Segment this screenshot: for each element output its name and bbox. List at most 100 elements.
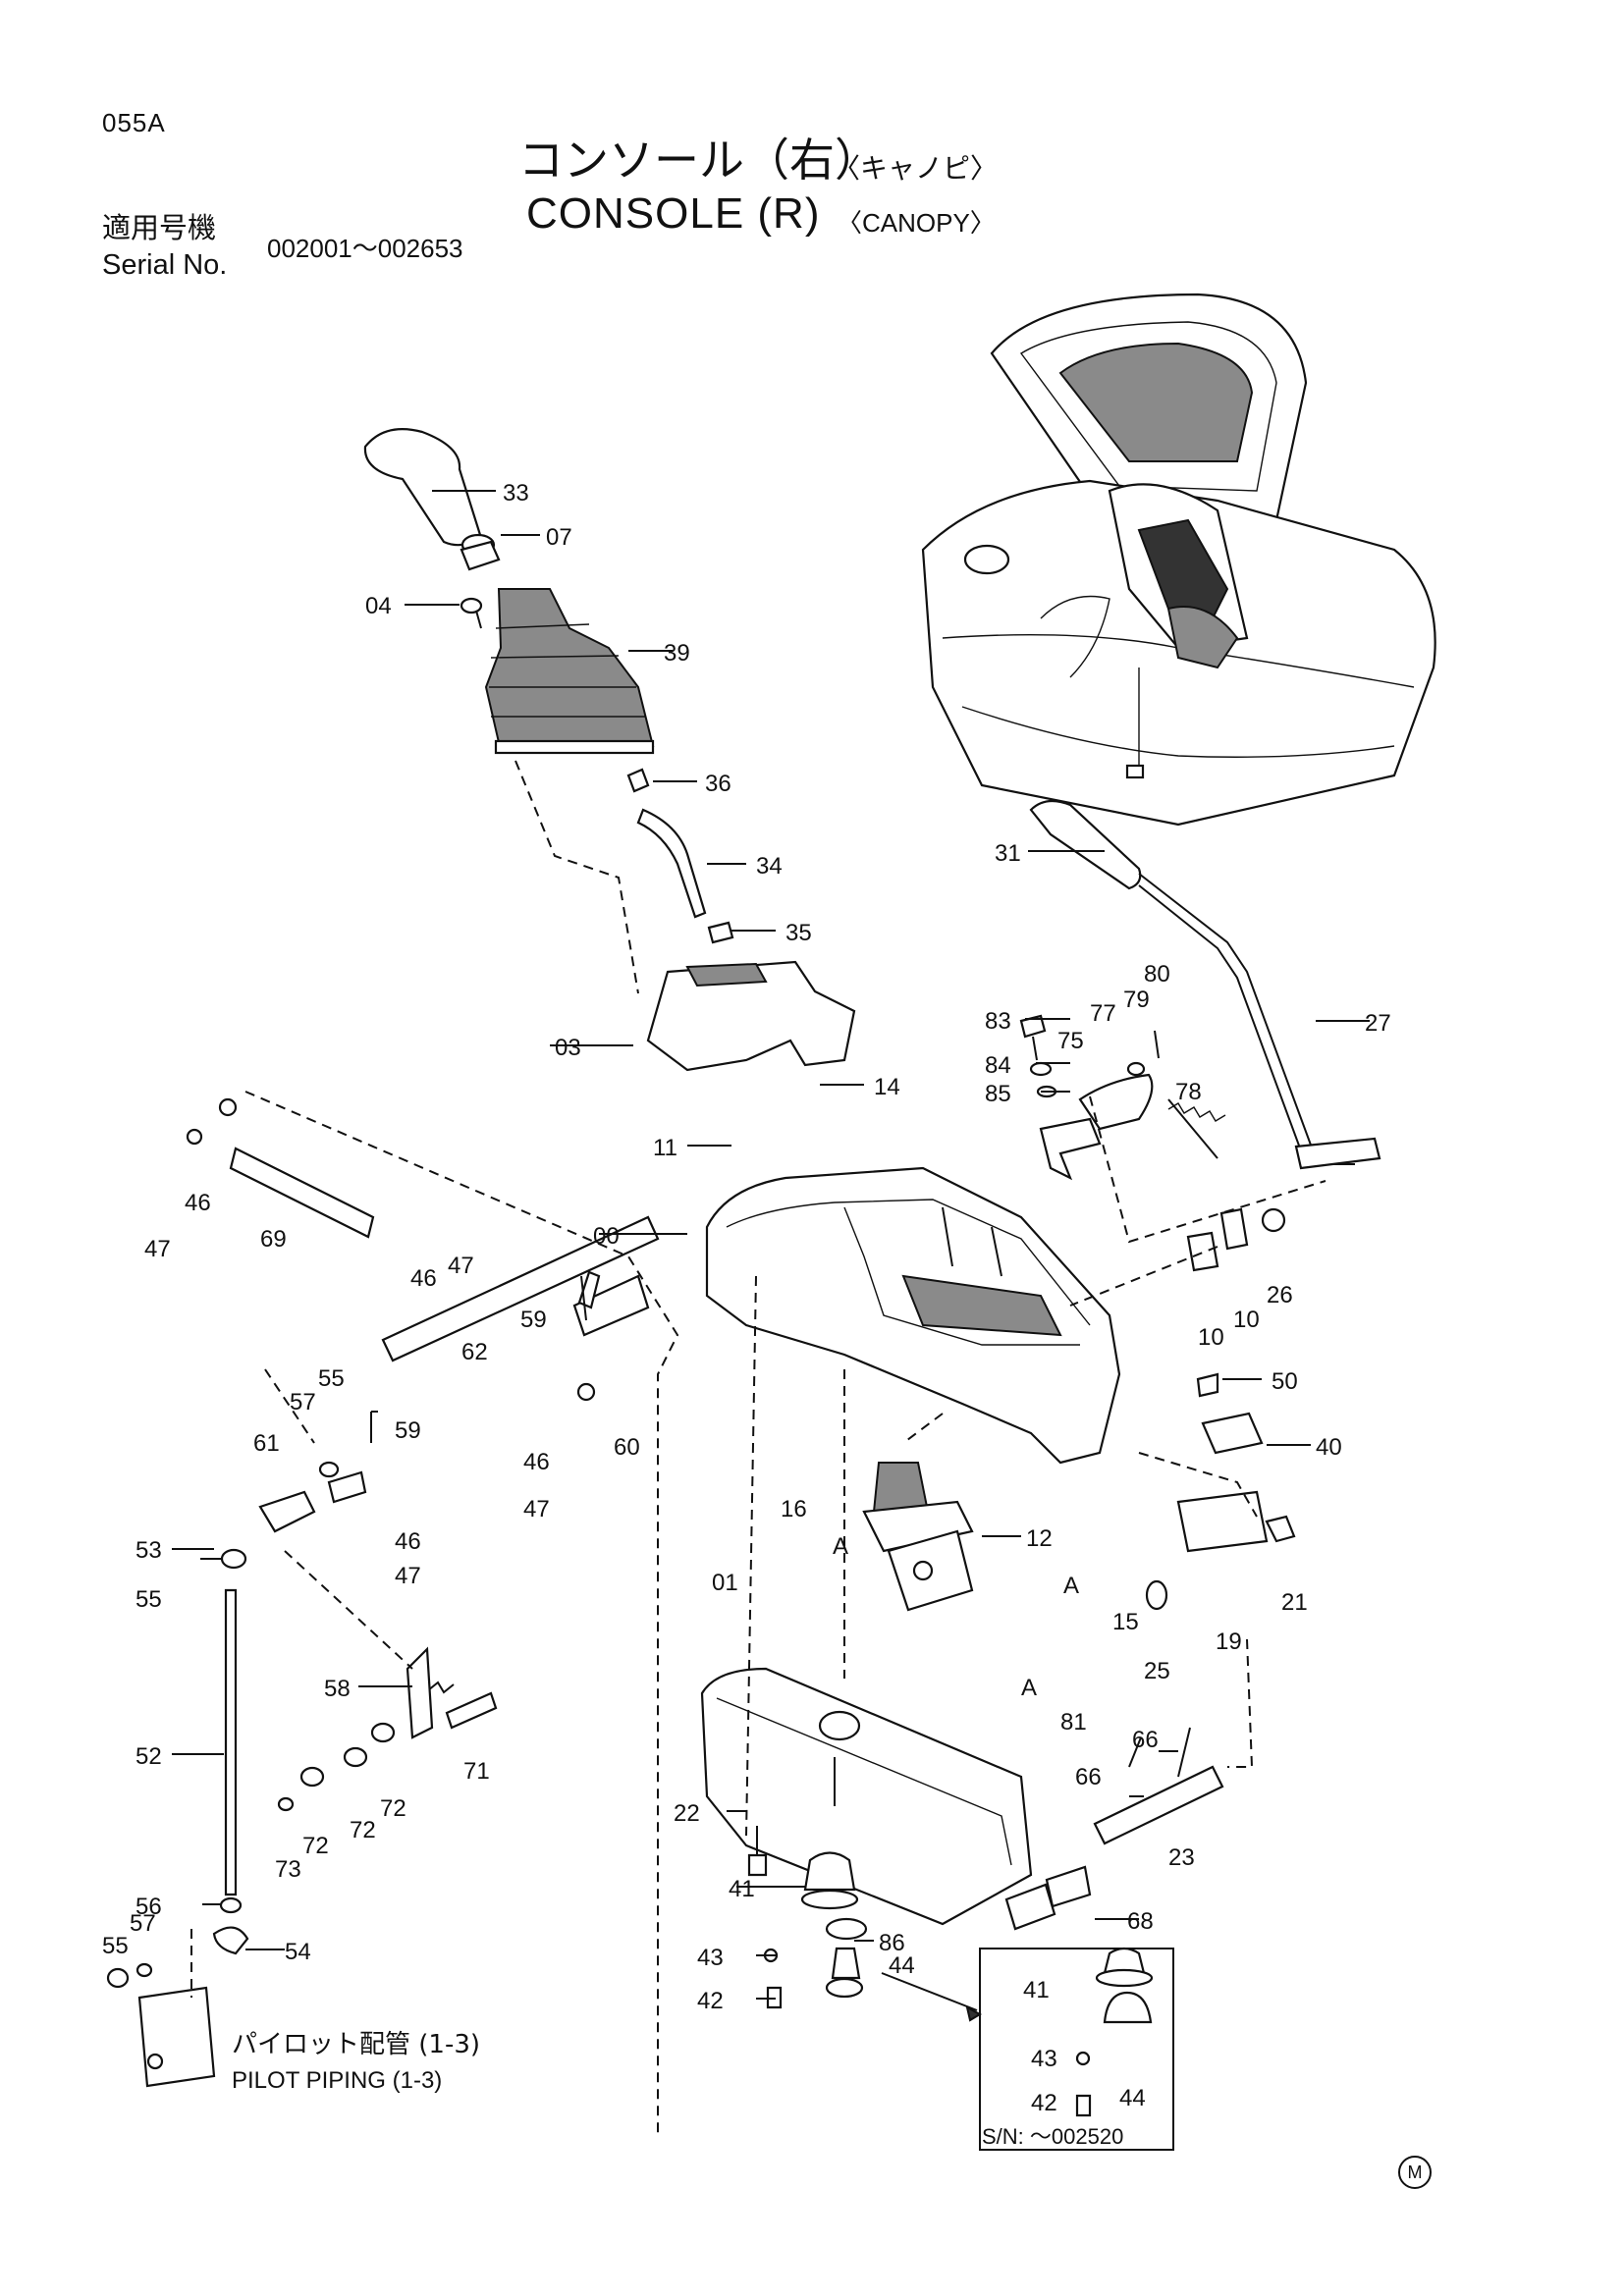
part-label-A: A: [1021, 1675, 1037, 1701]
part-label-44: 44: [889, 1952, 915, 1979]
pilot-piping-reference-japanese: パイロット配管 (1-3): [232, 2030, 481, 2059]
page-code: 055A: [102, 108, 166, 137]
page-title: CONSOLE (R): [526, 189, 821, 238]
part-label-62: 62: [461, 1339, 488, 1365]
right-brackets: [1004, 1372, 1296, 1931]
part-label-42: 42: [1031, 2090, 1057, 2116]
part-label-25: 25: [1144, 1658, 1170, 1684]
long-lever-rod: [1029, 799, 1381, 1272]
part-label-50: 50: [1272, 1368, 1298, 1395]
part-label-27: 27: [1365, 1010, 1391, 1037]
part-label-59: 59: [395, 1417, 421, 1444]
part-label-86: 86: [879, 1930, 905, 1956]
part-number-labels: 33 07 04 39 36 34 31 35 03 83 80 77 79 2…: [102, 480, 1391, 2116]
part-label-75: 75: [1057, 1028, 1084, 1054]
part-label-00: 00: [593, 1223, 620, 1250]
mount-parts: [747, 1826, 868, 2009]
part-label-72: 72: [350, 1817, 376, 1843]
page-subtitle-japanese: 〈キャノピ〉: [833, 152, 999, 185]
part-label-23: 23: [1168, 1844, 1195, 1871]
part-label-84: 84: [985, 1052, 1011, 1079]
part-label-A: A: [1063, 1573, 1079, 1599]
page-subtitle: 〈CANOPY〉: [837, 208, 996, 238]
part-label-83: 83: [985, 1008, 1011, 1035]
part-label-10: 10: [1233, 1307, 1260, 1333]
part-label-34: 34: [756, 853, 783, 880]
part-label-72: 72: [380, 1795, 406, 1822]
part-label-01: 01: [712, 1570, 738, 1596]
part-label-22: 22: [674, 1800, 700, 1827]
part-label-71: 71: [463, 1758, 490, 1785]
assembly-leader-lines: [190, 760, 1326, 2135]
serial-range: 002001～002653: [267, 234, 463, 263]
part-label-04: 04: [365, 593, 392, 619]
part-label-16: 16: [781, 1496, 807, 1522]
part-label-11: 11: [653, 1135, 677, 1161]
part-label-44: 44: [1119, 2085, 1146, 2111]
part-label-57: 57: [130, 1910, 156, 1937]
part-label-54: 54: [285, 1939, 311, 1965]
part-label-56: 56: [135, 1894, 162, 1920]
serial-label-japanese: 適用号機: [102, 211, 217, 244]
part-label-78: 78: [1175, 1079, 1202, 1105]
part-label-60: 60: [614, 1434, 640, 1461]
corner-mark: M: [1398, 2156, 1432, 2189]
pilot-valve: [862, 1462, 974, 1612]
part-label-35: 35: [785, 920, 812, 946]
part-label-46: 46: [395, 1528, 421, 1555]
part-label-41: 41: [729, 1876, 755, 1902]
part-label-59: 59: [520, 1307, 547, 1333]
part-label-57: 57: [290, 1389, 316, 1415]
bracket-cluster: [1019, 1014, 1226, 1181]
part-label-47: 47: [395, 1563, 421, 1589]
cab-overview-illustration: [921, 293, 1436, 827]
part-label-43: 43: [697, 1945, 724, 1971]
part-label-33: 33: [503, 480, 529, 507]
part-label-03: 03: [555, 1035, 581, 1061]
part-label-19: 19: [1216, 1629, 1242, 1655]
part-label-46: 46: [523, 1449, 550, 1475]
label-leaders: [172, 490, 1370, 2000]
part-label-55: 55: [102, 1933, 129, 1959]
part-label-58: 58: [324, 1676, 351, 1702]
part-label-47: 47: [448, 1253, 474, 1279]
left-linkage: [106, 1097, 660, 2088]
part-label-79: 79: [1123, 987, 1150, 1013]
part-label-52: 52: [135, 1743, 162, 1770]
part-label-55: 55: [318, 1365, 345, 1392]
lever-and-boot-assembly: [363, 428, 856, 1072]
part-label-43: 43: [1031, 2046, 1057, 2072]
part-label-42: 42: [697, 1988, 724, 2014]
part-label-85: 85: [985, 1081, 1011, 1107]
part-label-77: 77: [1090, 1000, 1116, 1027]
part-label-10: 10: [1198, 1324, 1224, 1351]
part-label-66: 66: [1075, 1764, 1102, 1790]
part-label-55: 55: [135, 1586, 162, 1613]
part-label-15: 15: [1112, 1609, 1139, 1635]
part-label-53: 53: [135, 1537, 162, 1564]
part-label-36: 36: [705, 771, 731, 797]
inset-serial-label: S/N: ～002520: [982, 2124, 1124, 2149]
part-label-61: 61: [253, 1430, 280, 1457]
part-label-07: 07: [546, 524, 572, 551]
serial-inset-box: [881, 1947, 1174, 2151]
part-label-41: 41: [1023, 1977, 1050, 2003]
part-label-26: 26: [1267, 1282, 1293, 1308]
part-label-80: 80: [1144, 961, 1170, 988]
console-body: [705, 1166, 1121, 1465]
part-label-39: 39: [664, 640, 690, 667]
part-label-73: 73: [275, 1856, 301, 1883]
part-label-69: 69: [260, 1226, 287, 1253]
part-label-47: 47: [144, 1236, 171, 1262]
part-label-72: 72: [302, 1833, 329, 1859]
part-label-47: 47: [523, 1496, 550, 1522]
lower-tray: [700, 1667, 1033, 1926]
serial-label: Serial No.: [102, 249, 228, 281]
part-label-68: 68: [1127, 1908, 1154, 1935]
part-label-66: 66: [1132, 1727, 1159, 1753]
part-label-21: 21: [1281, 1589, 1308, 1616]
part-label-12: 12: [1026, 1525, 1053, 1552]
part-label-14: 14: [874, 1074, 900, 1100]
